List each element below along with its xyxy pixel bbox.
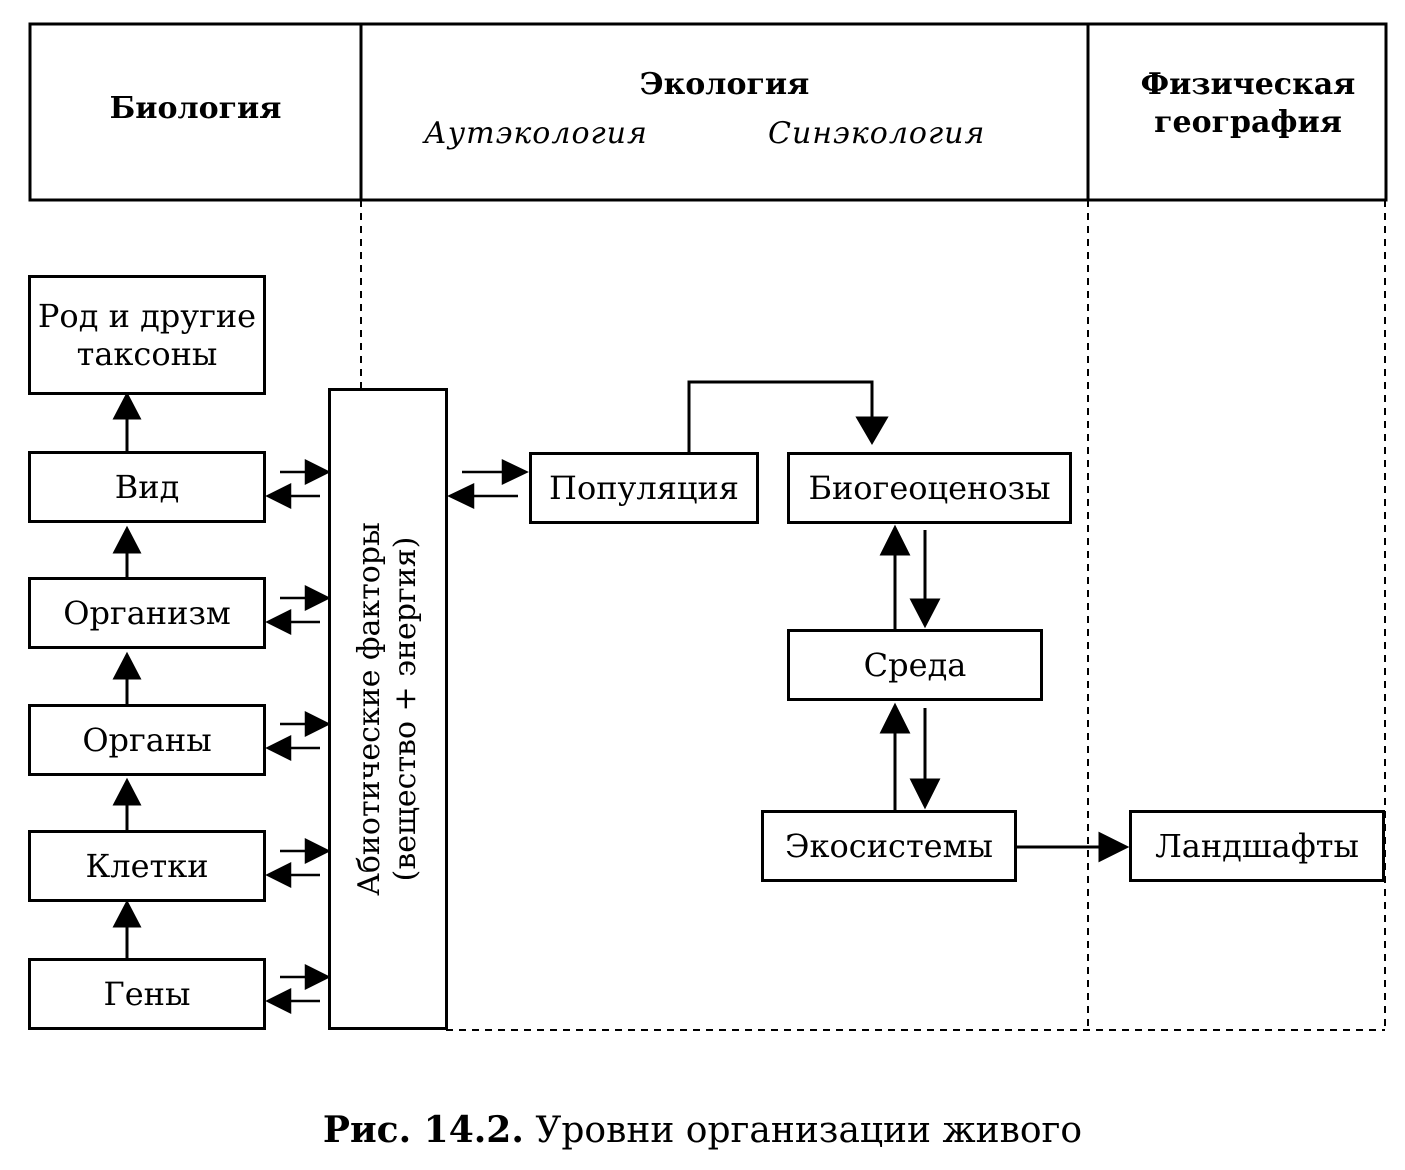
abiotic-factors-line1: Абиотические факторы (352, 522, 387, 896)
level-cells-box: Клетки (28, 830, 266, 902)
level-organism-box: Организм (28, 577, 266, 649)
biogeocenoses-box: Биогеоценозы (787, 452, 1072, 524)
header-synecology: Синэкология (768, 116, 986, 151)
abiotic-factors-line2: (вещество + энергия) (388, 536, 423, 882)
figure-caption: Рис. 14.2. Уровни организации живого (0, 1108, 1405, 1153)
ecosystems-box: Экосистемы (761, 810, 1017, 882)
landscapes-box: Ландшафты (1129, 810, 1385, 882)
chain-arrows (112, 391, 142, 958)
level-abiotic-arrows (265, 458, 331, 1015)
environment-ecosystems-arrows (879, 702, 941, 810)
abiotic-factors-box: Абиотические факторы (вещество + энергия… (328, 388, 448, 1030)
header-autecology: Аутэкология (424, 116, 648, 151)
figure-caption-text: Уровни организации живого (535, 1110, 1083, 1151)
dashed-borders (360, 200, 1386, 1031)
ecosystems-landscapes-arrow (1017, 831, 1130, 863)
abiotic-factors-label: Абиотические факторы (вещество + энергия… (352, 399, 424, 1019)
level-organs-box: Органы (28, 704, 266, 776)
biogeocenoses-environment-arrows (879, 524, 941, 629)
environment-box: Среда (787, 629, 1043, 701)
abiotic-population-arrows (447, 459, 529, 509)
header-physical-geography: Физическая география (1140, 67, 1356, 140)
figure-caption-label: Рис. 14.2. (322, 1109, 524, 1151)
header-ecology: Экология (639, 67, 810, 102)
population-box: Популяция (529, 452, 759, 524)
level-genes-box: Гены (28, 958, 266, 1030)
level-genus-box: Род и другие таксоны (28, 275, 266, 395)
population-biogeocenoses-arrow (687, 380, 889, 452)
header-biology: Биология (109, 91, 282, 126)
level-species-box: Вид (28, 451, 266, 523)
header-table-frame (28, 22, 1388, 202)
